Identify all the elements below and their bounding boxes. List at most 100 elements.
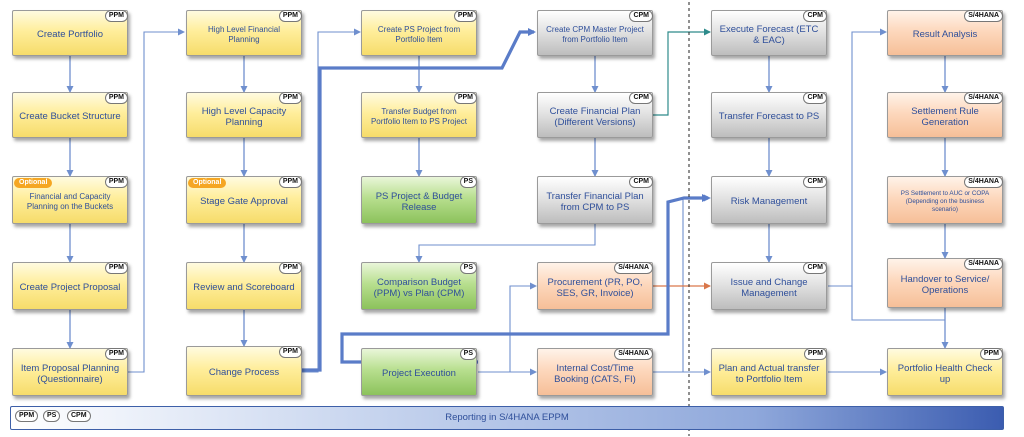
ppm-tag: PPM (104, 176, 128, 188)
transfer-budget-label: Transfer Budget from Portfolio Item to P… (370, 107, 468, 126)
high-level-capacity-planning-box[interactable]: PPM High Level Capacity Planning (186, 92, 302, 138)
connector-issue-to-result (828, 28, 887, 287)
cpm-tag: CPM (803, 176, 827, 188)
ppm-tag: PPM (453, 10, 477, 22)
ppm-pill: PPM (15, 410, 39, 422)
connector-item-proposal-to-hl-financial (128, 28, 185, 373)
ppm-tag: PPM (104, 10, 128, 22)
connector-comparison-to-procurement (478, 282, 537, 373)
ppm-tag: PPM (104, 92, 128, 104)
ps-project-budget-release-box[interactable]: PS PS Project & Budget Release (361, 176, 477, 224)
transfer-forecast-box[interactable]: CPM Transfer Forecast to PS (711, 92, 827, 138)
ps-pill: PS (43, 410, 61, 422)
create-cpm-master-project-box[interactable]: CPM Create CPM Master Project from Portf… (537, 10, 653, 56)
ppm-tag: PPM (979, 348, 1003, 360)
internal-cost-booking-label: Internal Cost/Time Booking (CATS, FI) (554, 362, 636, 386)
change-process-label: Change Process (208, 367, 280, 379)
create-ps-project-label: Create PS Project from Portfolio Item (377, 25, 461, 44)
ppm-tag: PPM (278, 176, 302, 188)
risk-management-label: Risk Management (730, 196, 808, 208)
create-portfolio-box[interactable]: PPM Create Portfolio (12, 10, 128, 56)
s4hana-tag: S/4HANA (964, 258, 1003, 270)
optional-badge: Optional (14, 178, 53, 188)
create-financial-plan-box[interactable]: CPM Create Financial Plan (Different Ver… (537, 92, 653, 138)
ps-tag: PS (459, 176, 477, 188)
ps-settlement-label: PS Settlement to AUC or COPA (Depending … (900, 190, 990, 213)
ps-settlement-box[interactable]: S/4HANA PS Settlement to AUC or COPA (De… (887, 176, 1003, 224)
ppm-tag: PPM (278, 10, 302, 22)
transfer-budget-box[interactable]: PPM Transfer Budget from Portfolio Item … (361, 92, 477, 138)
create-project-proposal-label: Create Project Proposal (19, 282, 121, 294)
transfer-forecast-label: Transfer Forecast to PS (718, 111, 820, 123)
stage-gate-approval-box[interactable]: Optional PPM Stage Gate Approval (186, 176, 302, 224)
result-analysis-label: Result Analysis (912, 29, 978, 41)
handover-box[interactable]: S/4HANA Handover to Service/ Operations (887, 258, 1003, 308)
optional-badge: Optional (188, 178, 227, 188)
s4hana-tag: S/4HANA (964, 176, 1003, 188)
connector-fin-plan-to-forecast (652, 28, 711, 116)
s4hana-tag: S/4HANA (614, 348, 653, 360)
cpm-tag: CPM (629, 176, 653, 188)
ppm-tag: PPM (278, 92, 302, 104)
s4hana-tag: S/4HANA (964, 92, 1003, 104)
ppm-tag: PPM (104, 262, 128, 274)
ppm-tag: PPM (104, 348, 128, 360)
reporting-label: Reporting in S/4HANA EPPM (445, 412, 569, 423)
cpm-tag: CPM (629, 10, 653, 22)
portfolio-health-box[interactable]: PPM Portfolio Health Check up (887, 348, 1003, 396)
create-bucket-structure-box[interactable]: PPM Create Bucket Structure (12, 92, 128, 138)
cpm-tag: CPM (629, 92, 653, 104)
stage-gate-approval-label: Stage Gate Approval (200, 196, 288, 208)
result-analysis-box[interactable]: S/4HANA Result Analysis (887, 10, 1003, 56)
risk-management-box[interactable]: CPM Risk Management (711, 176, 827, 224)
ps-tag: PS (459, 348, 477, 360)
connector-procurement-to-risk (652, 194, 711, 287)
review-scoreboard-box[interactable]: PPM Review and Scoreboard (186, 262, 302, 310)
cpm-tag: CPM (803, 10, 827, 22)
plan-actual-transfer-label: Plan and Actual transfer to Portfolio It… (718, 362, 820, 386)
reporting-bar: PPM PS CPM Reporting in S/4HANA EPPM (10, 406, 1004, 430)
cpm-tag: CPM (803, 262, 827, 274)
project-execution-label: Project Execution (382, 368, 456, 380)
create-cpm-master-project-label: Create CPM Master Project from Portfolio… (546, 25, 644, 44)
create-bucket-structure-label: Create Bucket Structure (19, 111, 121, 123)
transfer-financial-plan-label: Transfer Financial Plan from CPM to PS (546, 190, 644, 214)
create-portfolio-label: Create Portfolio (36, 29, 103, 41)
create-project-proposal-box[interactable]: PPM Create Project Proposal (12, 262, 128, 310)
transfer-financial-plan-box[interactable]: CPM Transfer Financial Plan from CPM to … (537, 176, 653, 224)
high-level-financial-planning-box[interactable]: PPM High Level Financial Planning (186, 10, 302, 56)
create-ps-project-box[interactable]: PPM Create PS Project from Portfolio Ite… (361, 10, 477, 56)
item-proposal-planning-box[interactable]: PPM Item Proposal Planning (Questionnair… (12, 348, 128, 396)
s4hana-tag: S/4HANA (964, 10, 1003, 22)
comparison-budget-label: Comparison Budget (PPM) vs Plan (CPM) (373, 276, 465, 300)
settlement-rule-label: Settlement Rule Generation (911, 105, 979, 129)
change-process-box[interactable]: PPM Change Process (186, 346, 302, 396)
s4hana-tag: S/4HANA (614, 262, 653, 274)
ps-project-budget-release-label: PS Project & Budget Release (375, 190, 463, 214)
financial-capacity-planning-label: Financial and Capacity Planning on the B… (26, 192, 114, 211)
issue-change-management-box[interactable]: CPM Issue and Change Management (711, 262, 827, 310)
internal-cost-booking-box[interactable]: S/4HANA Internal Cost/Time Booking (CATS… (537, 348, 653, 396)
connector-to-create-ps (300, 28, 361, 373)
plan-actual-transfer-box[interactable]: PPM Plan and Actual transfer to Portfoli… (711, 348, 827, 396)
issue-change-management-label: Issue and Change Management (730, 276, 808, 300)
handover-label: Handover to Service/ Operations (900, 273, 990, 297)
cpm-tag: CPM (803, 92, 827, 104)
settlement-rule-box[interactable]: S/4HANA Settlement Rule Generation (887, 92, 1003, 138)
ppm-tag: PPM (453, 92, 477, 104)
connector-transfer-fin-plan-to-comparison (415, 223, 596, 263)
ppm-tag: PPM (278, 262, 302, 274)
financial-capacity-planning-box[interactable]: Optional PPM Financial and Capacity Plan… (12, 176, 128, 224)
ps-tag: PS (459, 262, 477, 274)
execute-forecast-box[interactable]: CPM Execute Forecast (ETC & EAC) (711, 10, 827, 56)
procurement-label: Procurement (PR, PO, SES, GR, Invoice) (547, 276, 643, 300)
create-financial-plan-label: Create Financial Plan (Different Version… (549, 105, 641, 129)
procurement-box[interactable]: S/4HANA Procurement (PR, PO, SES, GR, In… (537, 262, 653, 310)
comparison-budget-box[interactable]: PS Comparison Budget (PPM) vs Plan (CPM) (361, 262, 477, 310)
execute-forecast-label: Execute Forecast (ETC & EAC) (719, 23, 819, 47)
ppm-tag: PPM (278, 346, 302, 358)
ppm-tag: PPM (803, 348, 827, 360)
cpm-pill: CPM (67, 410, 91, 422)
project-execution-box[interactable]: PS Project Execution (361, 348, 477, 396)
